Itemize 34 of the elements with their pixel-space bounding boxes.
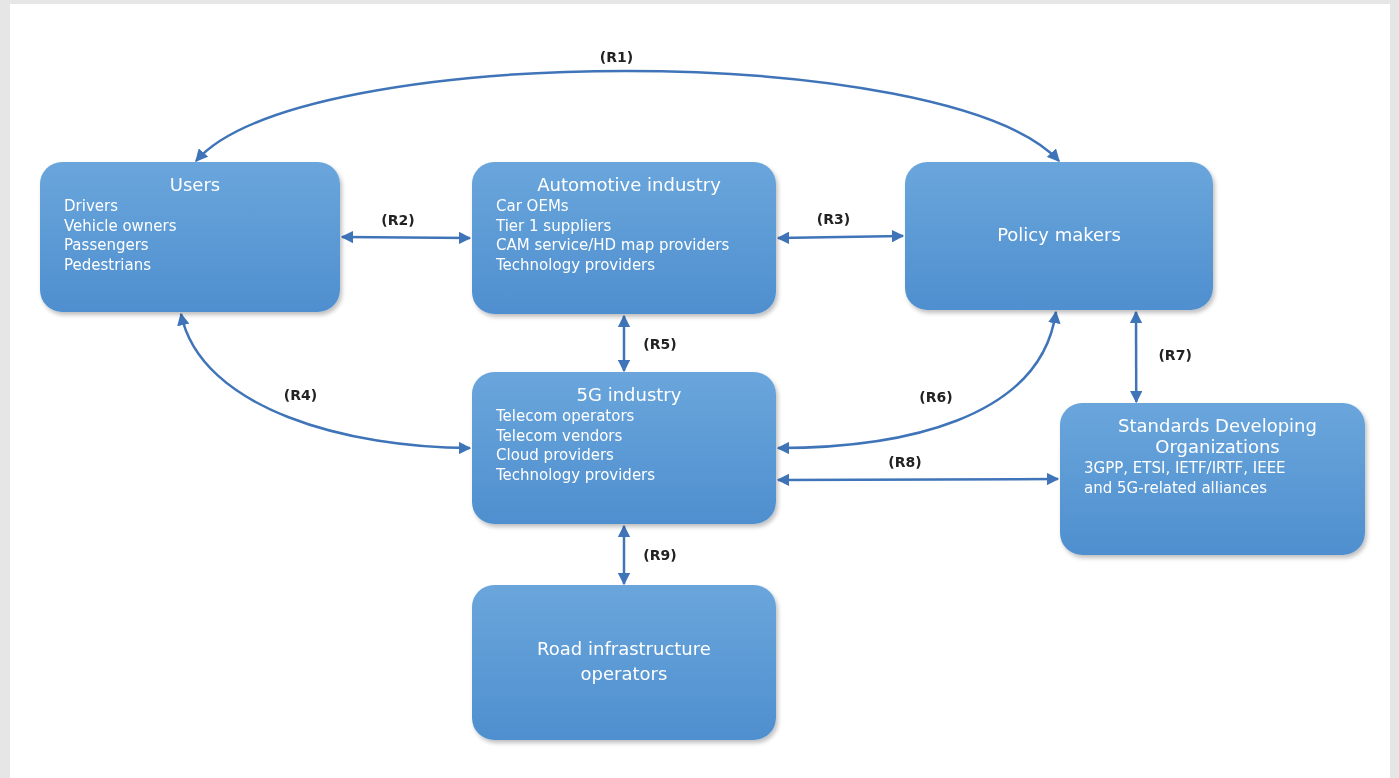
list-item: Vehicle owners: [64, 216, 178, 236]
box-heading: Road infrastructure operators: [536, 637, 712, 686]
box-heading: 5G industry: [575, 384, 683, 405]
rounded-box: [40, 162, 340, 312]
double-arrow: [340, 230, 472, 245]
double-arrow: [195, 69, 1060, 162]
double-arrow: [776, 310, 1060, 454]
list-item: Car OEMs: [496, 197, 570, 217]
list-item: CAM service/HD map providers: [496, 236, 731, 256]
double-arrow: [776, 229, 905, 245]
list-item: Drivers: [64, 197, 119, 217]
double-arrow: [617, 524, 631, 586]
double-arrow: [776, 472, 1060, 487]
list-item: Telecom operators: [496, 407, 636, 427]
list-item: Technology providers: [496, 255, 657, 275]
list-item: Pedestrians: [64, 255, 153, 275]
list-item: Passengers: [64, 236, 150, 256]
rounded-box: [472, 372, 776, 524]
box-heading: Policy makers: [997, 222, 1121, 247]
rounded-box: [472, 585, 776, 740]
list-item: Telecom vendors: [496, 426, 624, 446]
double-arrow: [1129, 310, 1143, 404]
box-heading: Users: [168, 174, 222, 195]
rounded-box: [1060, 403, 1365, 555]
double-arrow: [617, 314, 631, 373]
rounded-box: [905, 162, 1213, 310]
box-heading: Standards Developing Organizations: [1117, 415, 1318, 457]
list-item: Tier 1 suppliers: [496, 216, 613, 236]
list-item: Technology providers: [496, 465, 657, 485]
list-item: 3GPP, ETSI, IETF/IRTF, IEEE and 5G-related alliances: [1084, 459, 1287, 498]
double-arrow: [178, 312, 472, 454]
rounded-box: [472, 162, 776, 314]
box-heading: Automotive industry: [536, 174, 722, 195]
list-item: Cloud providers: [496, 446, 615, 466]
